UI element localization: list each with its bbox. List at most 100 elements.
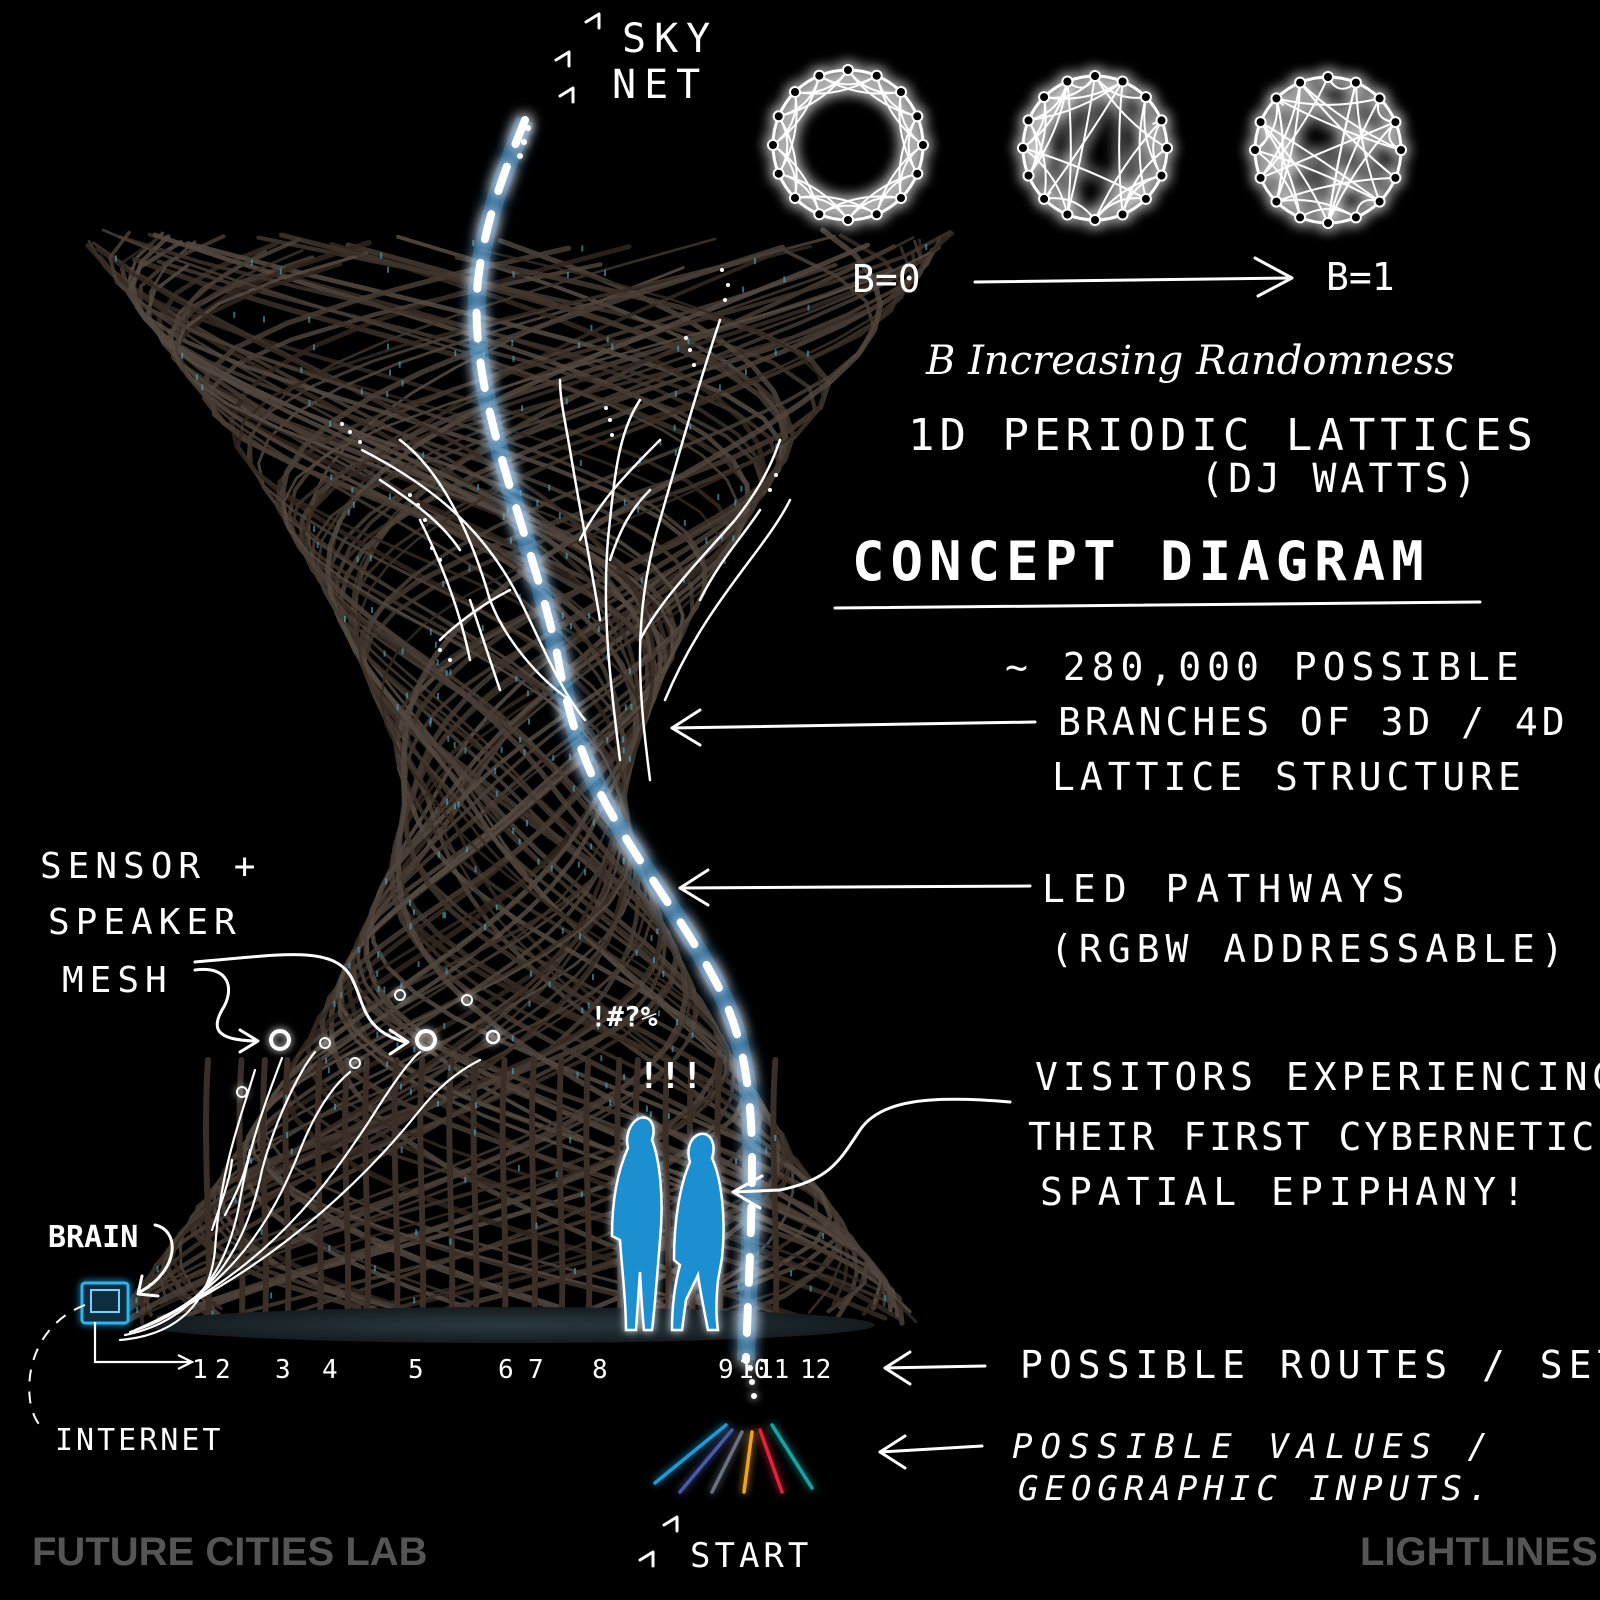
led-glint bbox=[606, 652, 609, 659]
ring-node bbox=[1155, 114, 1168, 127]
ring-link bbox=[1027, 119, 1047, 200]
led-glint bbox=[156, 1266, 159, 1272]
led-glint bbox=[561, 612, 564, 619]
led-glint bbox=[537, 858, 540, 865]
input-line bbox=[653, 1423, 728, 1485]
led-glint bbox=[429, 717, 432, 724]
led-glint bbox=[653, 957, 655, 964]
lattice-leg bbox=[556, 1057, 566, 1328]
led-glint bbox=[405, 692, 408, 699]
led-glint bbox=[389, 369, 391, 376]
sky-net-dots bbox=[517, 125, 757, 1399]
led-glint bbox=[581, 245, 584, 252]
visitors-line-1: VISITORS EXPERIENCING bbox=[1035, 1055, 1600, 1099]
ring-link bbox=[1094, 119, 1163, 221]
ring-node bbox=[1254, 171, 1267, 184]
led-glint bbox=[500, 746, 503, 753]
led-glint bbox=[316, 542, 319, 548]
ring-link bbox=[1275, 82, 1302, 202]
led-glint bbox=[135, 1297, 138, 1304]
led-glint bbox=[234, 1197, 237, 1204]
led-glint bbox=[635, 950, 638, 957]
led-glint bbox=[548, 484, 551, 491]
route-number: 6 bbox=[498, 1355, 514, 1385]
lattice-ring bbox=[1249, 71, 1407, 229]
led-glint bbox=[579, 933, 581, 940]
sensor-node bbox=[415, 1029, 437, 1051]
ring-link bbox=[898, 115, 919, 199]
lattice-leg bbox=[528, 1057, 538, 1328]
ring-link bbox=[1327, 121, 1397, 224]
lattice-rings bbox=[767, 64, 1407, 229]
values-arrow bbox=[878, 1444, 984, 1454]
led-glint bbox=[334, 1103, 336, 1110]
led-glint bbox=[369, 555, 372, 562]
led-glint bbox=[376, 970, 379, 977]
sky-tick-3 bbox=[584, 12, 601, 30]
led-glint bbox=[740, 485, 743, 492]
led-glint bbox=[465, 846, 468, 853]
led-pathway bbox=[467, 116, 762, 1364]
led-glint bbox=[376, 1031, 379, 1038]
lattices-title: 1D PERIODIC LATTICES bbox=[908, 410, 1538, 461]
led-glint bbox=[330, 474, 333, 481]
led-glint bbox=[774, 1135, 777, 1141]
led-glint bbox=[457, 801, 460, 808]
led-glint bbox=[611, 343, 614, 350]
visitor-figure bbox=[610, 1116, 663, 1332]
lattice-leg bbox=[770, 1057, 780, 1328]
tower-base-floor bbox=[145, 1307, 875, 1343]
sensor-line-3: MESH bbox=[62, 960, 173, 1001]
ring-node bbox=[1249, 144, 1261, 156]
route-number: 12 bbox=[800, 1355, 831, 1385]
led-glint bbox=[822, 1233, 825, 1240]
ring-node bbox=[1254, 116, 1267, 129]
branches-arrow bbox=[670, 720, 1037, 730]
ring-link bbox=[1138, 96, 1147, 200]
led-glint bbox=[512, 355, 515, 362]
lattice-leg bbox=[282, 1057, 292, 1328]
led-glint bbox=[675, 1019, 678, 1025]
led-glint bbox=[558, 512, 561, 519]
led-glint bbox=[398, 361, 401, 368]
visitors-arrow bbox=[733, 1097, 1012, 1194]
start-tick-1 bbox=[662, 1515, 679, 1533]
route-number: 11 bbox=[758, 1355, 789, 1385]
values-line-2: GEOGRAPHIC INPUTS. bbox=[1018, 1469, 1494, 1509]
led-glint bbox=[383, 986, 386, 993]
led-glint bbox=[502, 513, 505, 520]
visitors-arrow-head bbox=[731, 1174, 764, 1210]
led-glint bbox=[195, 374, 198, 381]
led-glint bbox=[689, 423, 692, 430]
led-glint bbox=[446, 798, 449, 805]
led-glint bbox=[474, 1102, 477, 1109]
led-glint bbox=[473, 1129, 476, 1136]
lattice-branch bbox=[120, 237, 942, 1317]
led-glint bbox=[356, 556, 359, 563]
ring-link bbox=[1259, 76, 1329, 179]
led-glint bbox=[481, 625, 484, 632]
ring-link bbox=[1327, 82, 1357, 224]
values-line-1: POSSIBLE VALUES / bbox=[1012, 1427, 1496, 1467]
led-glint bbox=[790, 1270, 793, 1277]
led-glint bbox=[386, 343, 389, 350]
led-glint bbox=[925, 244, 928, 250]
lattices-author: (DJ WATTS) bbox=[1200, 456, 1481, 502]
led-glint bbox=[387, 266, 389, 273]
ring-node bbox=[1089, 214, 1101, 226]
led-glint bbox=[588, 612, 590, 619]
led-glint bbox=[412, 909, 415, 916]
led-glint bbox=[667, 1112, 670, 1119]
led-glint bbox=[622, 736, 625, 743]
led-glint bbox=[605, 1082, 608, 1089]
sensor-node bbox=[319, 1037, 331, 1049]
sky-tick-1 bbox=[558, 86, 575, 104]
led-glint bbox=[775, 443, 778, 450]
lattice-branch bbox=[130, 234, 657, 1314]
led-glint bbox=[386, 391, 389, 398]
arrow-head bbox=[177, 1354, 195, 1370]
ring-node bbox=[1116, 208, 1129, 221]
ring-node bbox=[1395, 144, 1407, 156]
led-glint bbox=[526, 690, 529, 697]
